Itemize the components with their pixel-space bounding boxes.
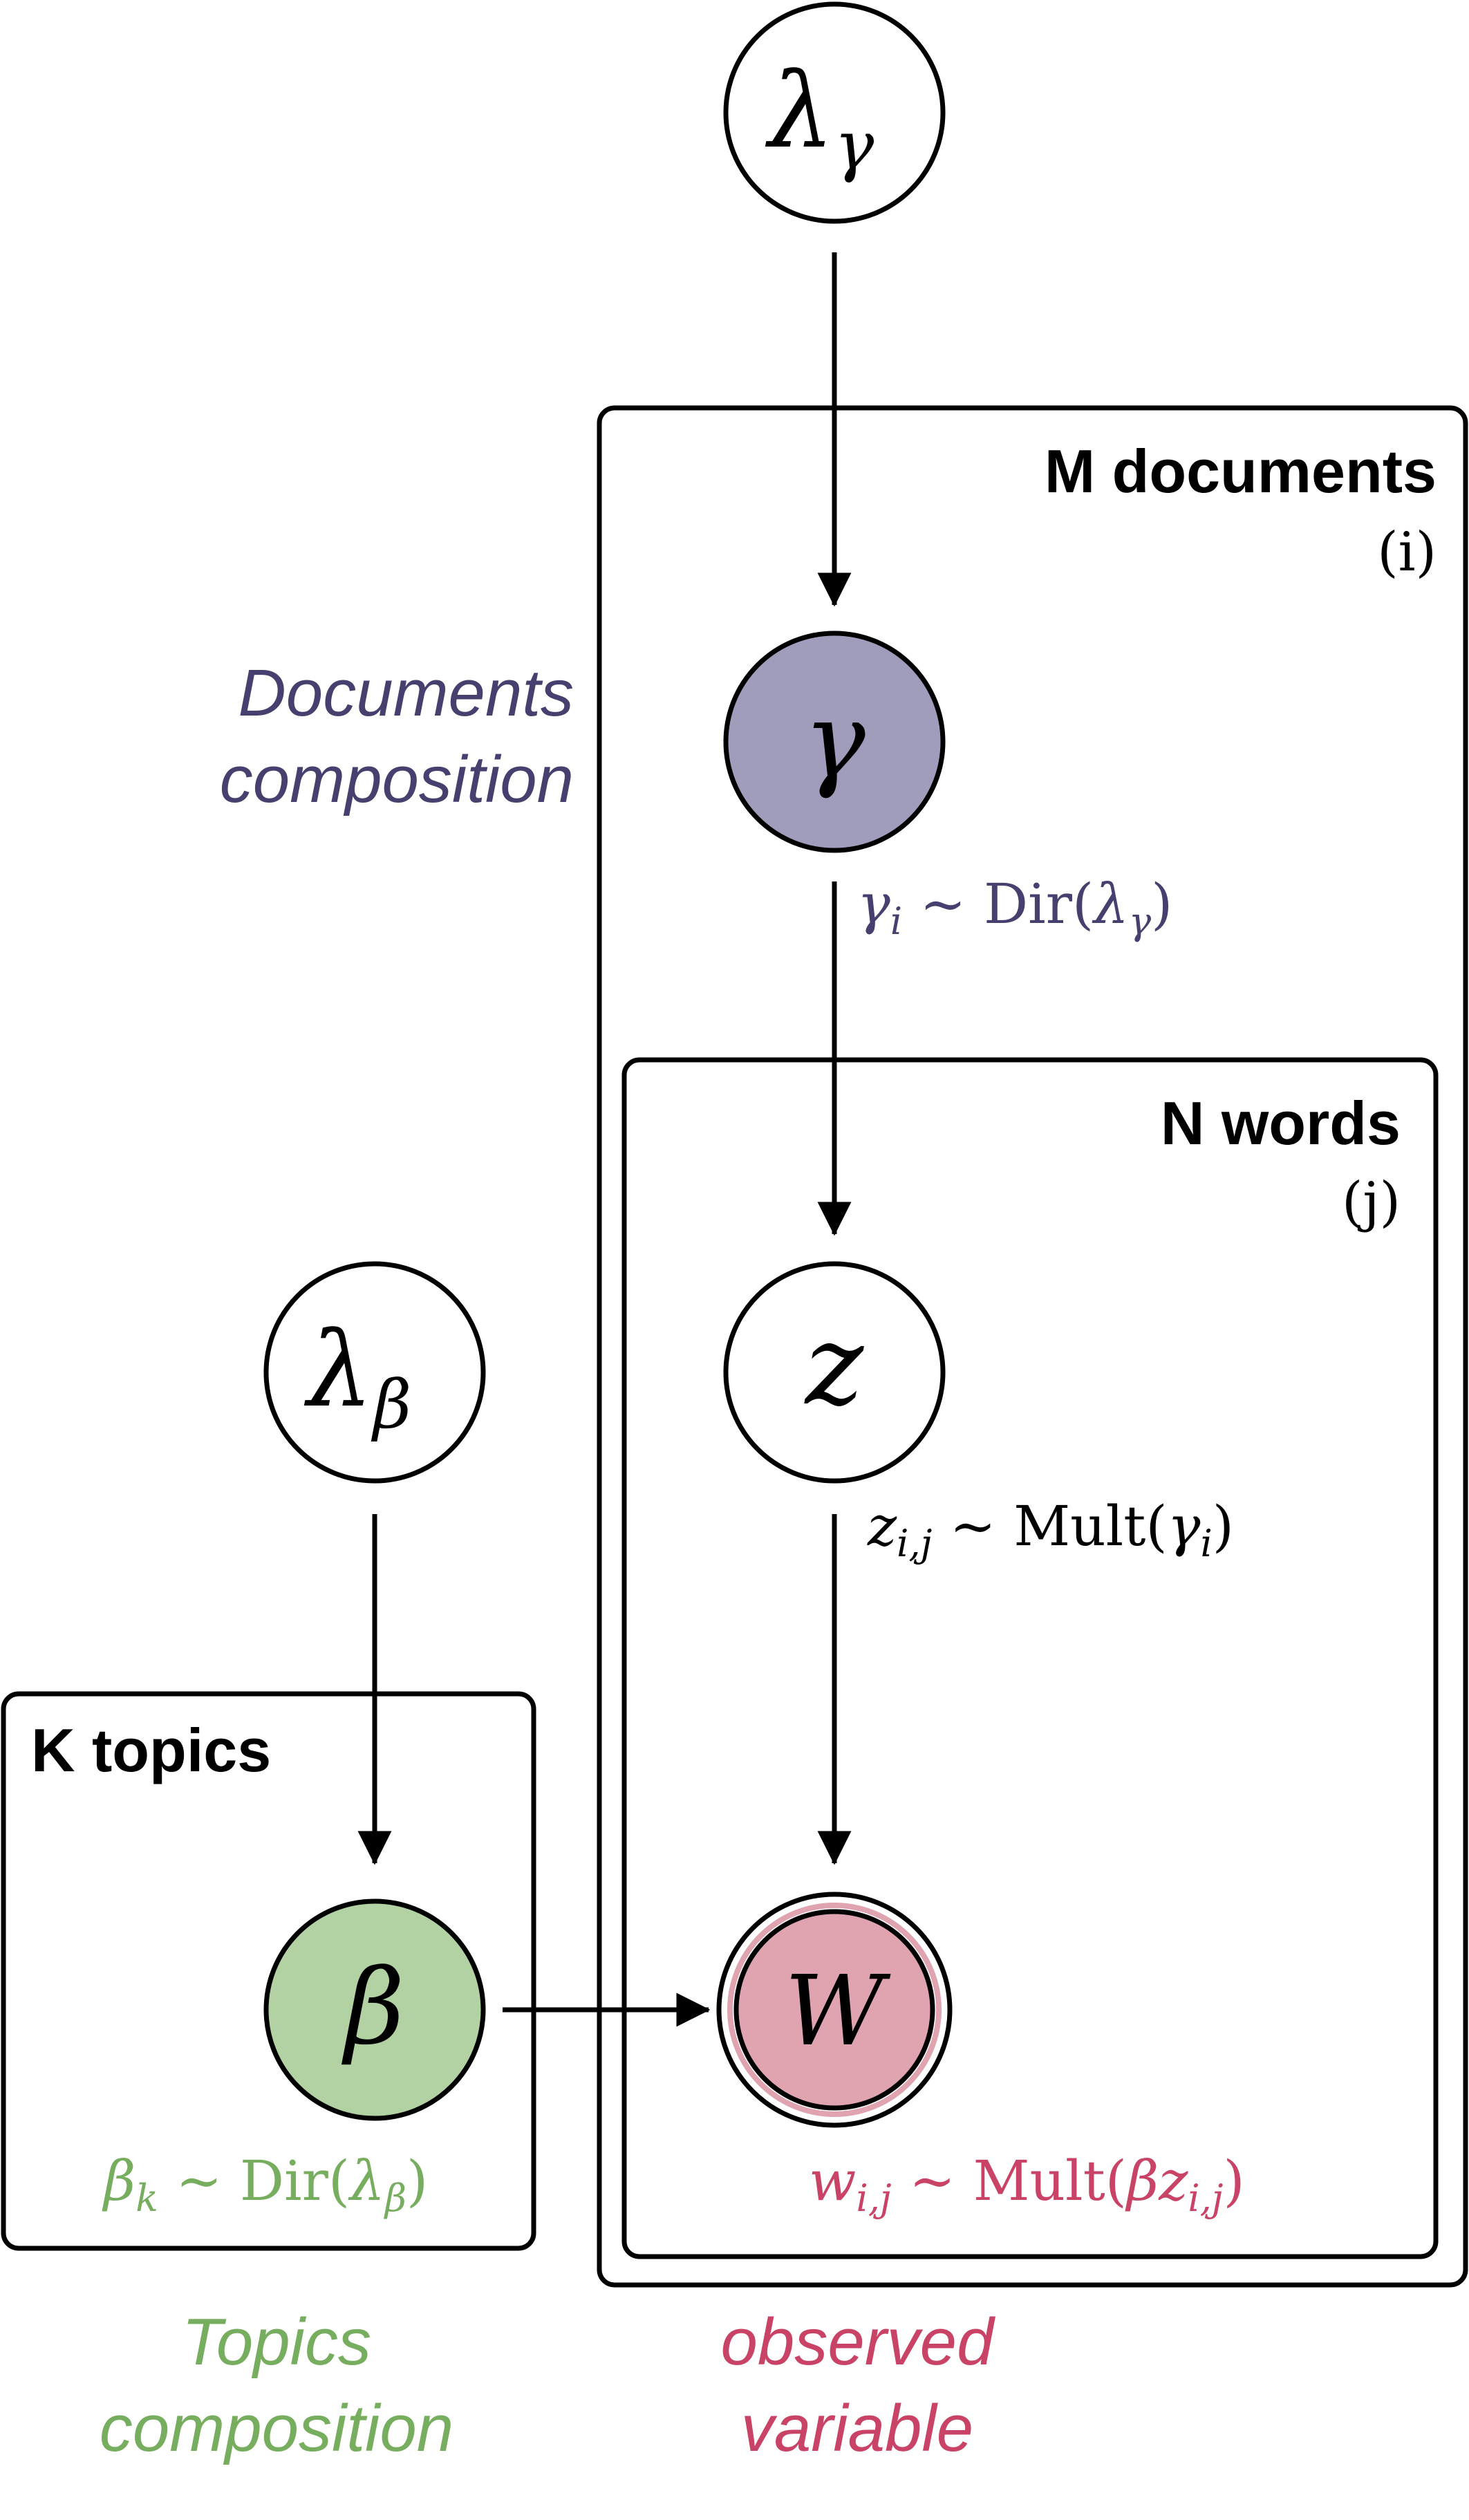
node-gamma: γ — [723, 631, 946, 853]
beta-symbol: β — [341, 1948, 405, 2068]
node-lambda-gamma: λγ — [723, 1, 946, 224]
z-symbol: z — [804, 1300, 865, 1430]
formula-gamma: γi ∼ Dir(λγ) — [857, 872, 1172, 943]
w-inner-circle — [733, 1909, 935, 2111]
caption-documents-line1: Documents — [238, 656, 574, 730]
lambda-gamma-subscript: γ — [834, 107, 874, 185]
gamma-circle — [723, 631, 946, 853]
lambda-beta-subscript: β — [371, 1366, 412, 1444]
node-w: W — [716, 1892, 953, 2128]
w-ring — [727, 1903, 942, 2117]
node-lambda-beta: λβ — [263, 1261, 486, 1484]
caption-topics-line1: Topics — [182, 2305, 371, 2379]
node-beta: β — [263, 1898, 486, 2121]
plate-n-words-title: N words — [1161, 1089, 1401, 1157]
caption-documents-line2: composition — [220, 743, 574, 816]
svg-text:λβ: λβ — [304, 1310, 412, 1444]
plate-m-documents-index: (i) — [1377, 521, 1437, 584]
lambda-gamma-symbol: λ — [765, 51, 834, 171]
plate-k-topics-title: K topics — [31, 1716, 271, 1784]
plate-n-words-index: (j) — [1342, 1171, 1401, 1233]
caption-topics-line2: composition — [100, 2391, 453, 2465]
svg-text:λγ: λγ — [765, 51, 874, 185]
beta-circle — [263, 1898, 486, 2121]
formula-w: wi,j ∼ Mult(βzi,j) — [809, 2149, 1245, 2220]
caption-observed-line2: variable — [741, 2391, 973, 2465]
caption-observed-line1: observed — [721, 2305, 996, 2379]
plate-m-documents-title: M documents — [1045, 437, 1437, 505]
plate-k-topics — [1, 1691, 536, 2251]
gamma-symbol: γ — [803, 681, 866, 801]
plate-n-words — [621, 1057, 1439, 2259]
plate-m-documents — [597, 405, 1468, 2288]
formula-z: zi,j ∼ Mult(γi) — [867, 1494, 1234, 1565]
node-z: z — [723, 1261, 946, 1484]
formula-beta: βk ∼ Dir(λβ) — [102, 2149, 428, 2220]
w-symbol: W — [785, 1955, 891, 2068]
lambda-beta-symbol: λ — [304, 1310, 373, 1430]
